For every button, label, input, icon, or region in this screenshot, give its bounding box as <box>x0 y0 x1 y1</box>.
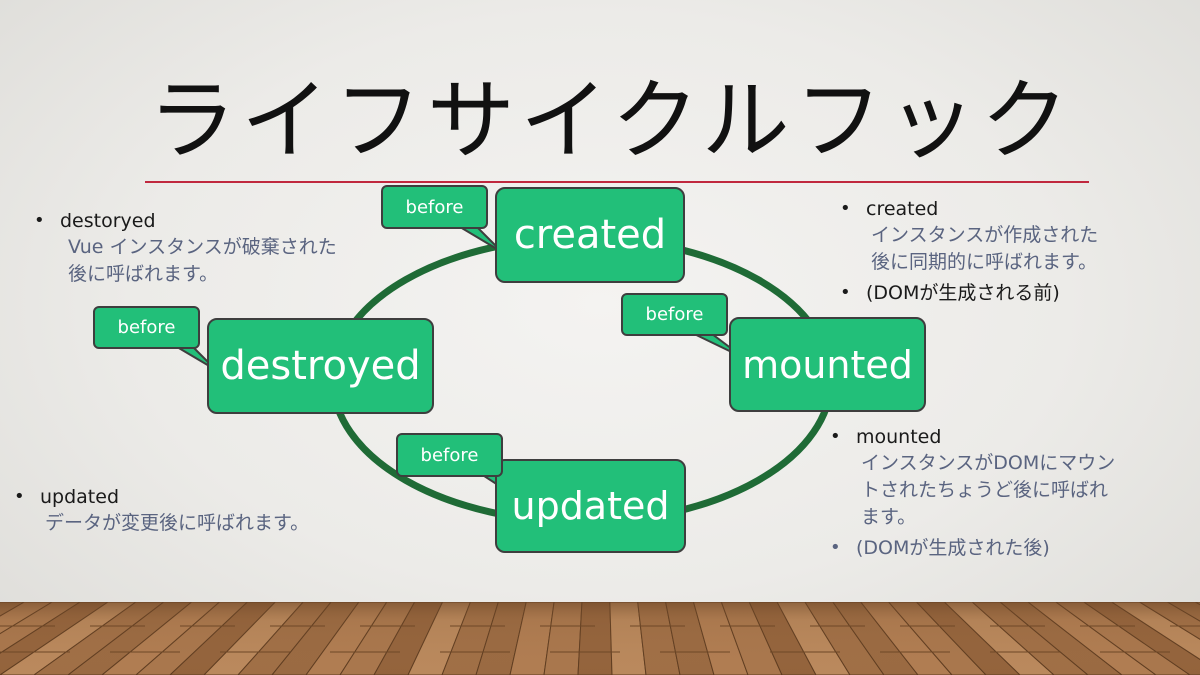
note-updated-title: updated <box>40 486 120 508</box>
note-created-line: インスタンスが作成された <box>871 224 1099 246</box>
node-updated: updated <box>495 459 686 553</box>
bullet-icon: • <box>840 198 851 219</box>
note-mounted: • mounted インスタンスがDOMにマウン トされたちょうど後に呼ばれ ます… <box>830 424 1115 561</box>
note-mounted-line: ます。 <box>861 506 917 528</box>
before-callout-updated: before <box>396 433 503 477</box>
note-created: • created インスタンスが作成された 後に同期的に呼ばれます。 • (DOM… <box>840 196 1098 306</box>
note-destroyed-line: 後に呼ばれます。 <box>68 263 219 285</box>
bullet-icon: • <box>830 537 841 558</box>
note-updated-line: データが変更後に呼ばれます。 <box>45 512 310 534</box>
slide-title: ライフサイクルフック <box>148 69 1074 172</box>
note-destroyed-line: Vue インスタンスが破棄された <box>68 236 337 258</box>
note-mounted-title: mounted <box>856 426 942 448</box>
note-mounted-line: トされたちょうど後に呼ばれ <box>861 479 1109 501</box>
bullet-icon: • <box>840 282 851 303</box>
before-callout-destroyed: before <box>93 306 200 349</box>
node-destroyed: destroyed <box>207 318 434 414</box>
note-created-title: created <box>866 198 939 220</box>
node-created: created <box>495 187 685 283</box>
bullet-icon: • <box>34 210 45 231</box>
note-updated: • updated データが変更後に呼ばれます。 <box>14 484 309 537</box>
node-mounted: mounted <box>729 317 926 412</box>
bullet-icon: • <box>830 426 841 447</box>
wood-floor-planks <box>0 602 1200 675</box>
note-mounted-line: インスタンスがDOMにマウン <box>861 452 1116 474</box>
bullet-icon: • <box>14 486 25 507</box>
note-created-extra: (DOMが生成される前) <box>866 282 1060 304</box>
before-callout-mounted: before <box>621 293 728 336</box>
title-underline <box>145 181 1089 183</box>
wood-floor <box>0 602 1200 675</box>
note-destroyed: • destoryed Vue インスタンスが破棄された 後に呼ばれます。 <box>34 208 337 288</box>
before-callout-created: before <box>381 185 488 229</box>
note-created-line: 後に同期的に呼ばれます。 <box>871 251 1098 273</box>
note-destroyed-title: destoryed <box>60 210 156 232</box>
note-mounted-extra: (DOMが生成された後) <box>856 537 1050 559</box>
